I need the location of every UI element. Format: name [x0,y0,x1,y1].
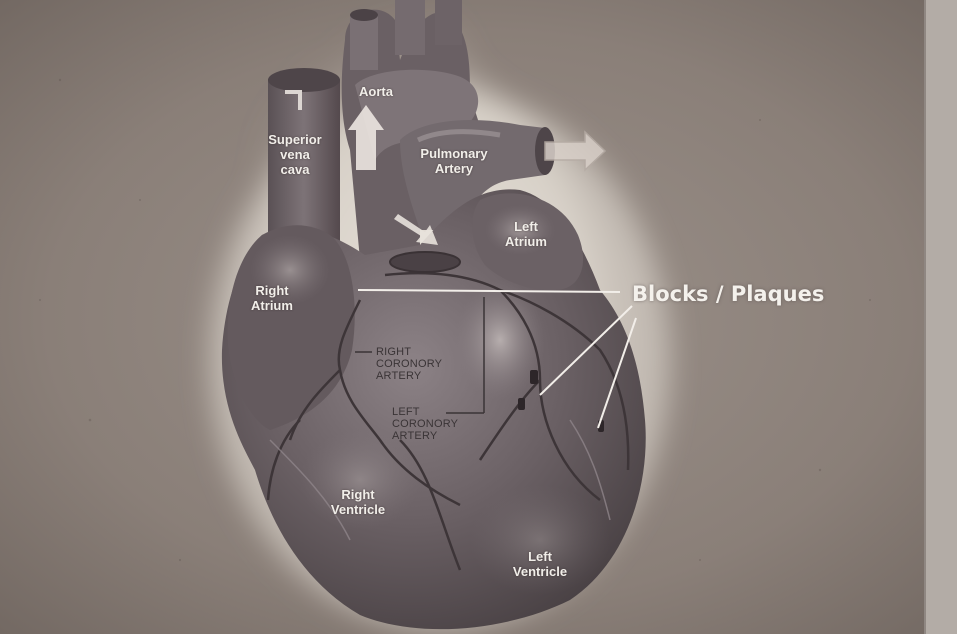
label-superior-vena-cava: Superior vena cava [258,132,332,177]
label-left-atrium: Left Atrium [496,219,556,249]
label-right-atrium: Right Atrium [240,283,304,313]
paper-edge [925,0,957,634]
label-left-ventricle: Left Ventricle [500,549,580,579]
coronary-ostium [390,252,460,272]
label-left-coronary-artery: LEFT CORONORY ARTERY [392,406,458,442]
label-blocks-plaques: Blocks / Plaques [632,282,824,306]
label-pulmonary-artery: Pulmonary Artery [406,146,502,176]
label-aorta: Aorta [350,84,402,99]
label-right-ventricle: Right Ventricle [318,487,398,517]
label-right-coronary-artery: RIGHT CORONORY ARTERY [376,346,442,382]
